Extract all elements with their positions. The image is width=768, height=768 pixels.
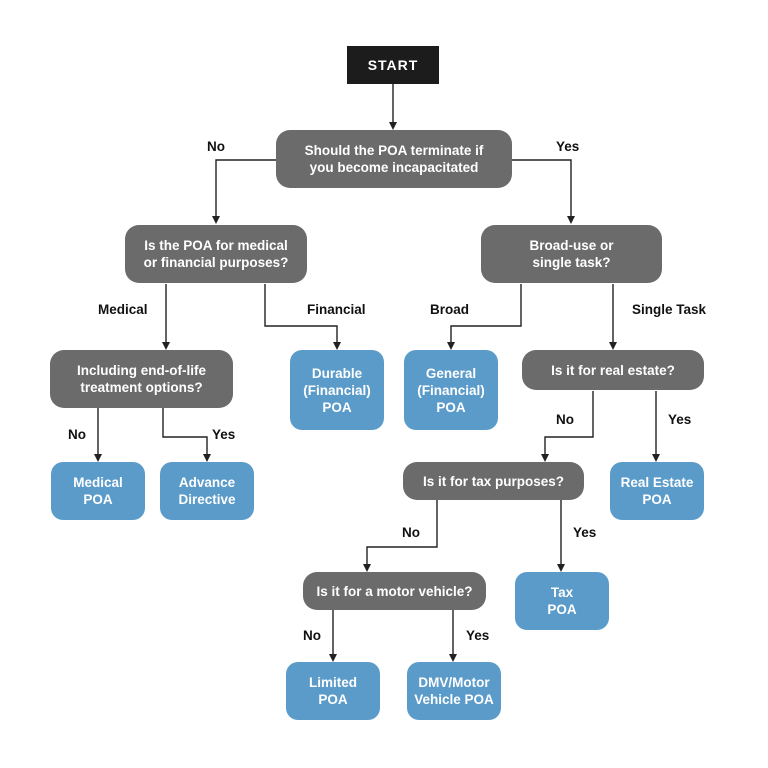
result-advance-directive: Advance Directive	[160, 462, 254, 520]
label-yes-tax: Yes	[573, 525, 597, 540]
result-medical-poa: Medical POA	[51, 462, 145, 520]
result-real-estate-poa: Real Estate POA	[610, 462, 704, 520]
result-limited-poa: Limited POA	[286, 662, 380, 720]
label-no-eol: No	[68, 427, 86, 442]
label-yes-eol: Yes	[212, 427, 236, 442]
edge-eol-yes	[162, 408, 211, 462]
result-dmv-poa: DMV/Motor Vehicle POA	[407, 662, 501, 720]
edge-tax-no	[363, 500, 438, 572]
question-medical-financial: Is the POA for medical or financial purp…	[125, 225, 307, 283]
question-real-estate: Is it for real estate?	[522, 350, 704, 390]
label-no-terminate: No	[207, 139, 225, 154]
label-yes-real-estate: Yes	[668, 412, 692, 427]
label-broad: Broad	[430, 302, 470, 317]
question-tax: Is it for tax purposes?	[403, 462, 584, 500]
label-no-motor: No	[303, 628, 321, 643]
question-broad-single: Broad-use or single task?	[481, 225, 662, 283]
edge-terminate-no	[212, 159, 276, 224]
edge-financial	[264, 284, 341, 350]
question-end-of-life: Including end-of-life treatment options?	[50, 350, 233, 408]
edge-terminate-yes	[512, 159, 575, 224]
label-yes-terminate: Yes	[556, 139, 580, 154]
edge-real-estate-no	[541, 391, 594, 462]
start-node: START	[347, 46, 439, 84]
label-financial: Financial	[307, 302, 366, 317]
result-general-poa: General (Financial) POA	[404, 350, 498, 430]
label-medical: Medical	[98, 302, 148, 317]
label-no-real-estate: No	[556, 412, 574, 427]
result-tax-poa: Tax POA	[515, 572, 609, 630]
edge-broad	[447, 284, 522, 350]
label-no-tax: No	[402, 525, 420, 540]
label-single-task: Single Task	[632, 302, 707, 317]
question-motor-vehicle: Is it for a motor vehicle?	[303, 572, 486, 610]
label-yes-motor: Yes	[466, 628, 490, 643]
result-durable-poa: Durable (Financial) POA	[290, 350, 384, 430]
question-terminate: Should the POA terminate if you become i…	[276, 130, 512, 188]
